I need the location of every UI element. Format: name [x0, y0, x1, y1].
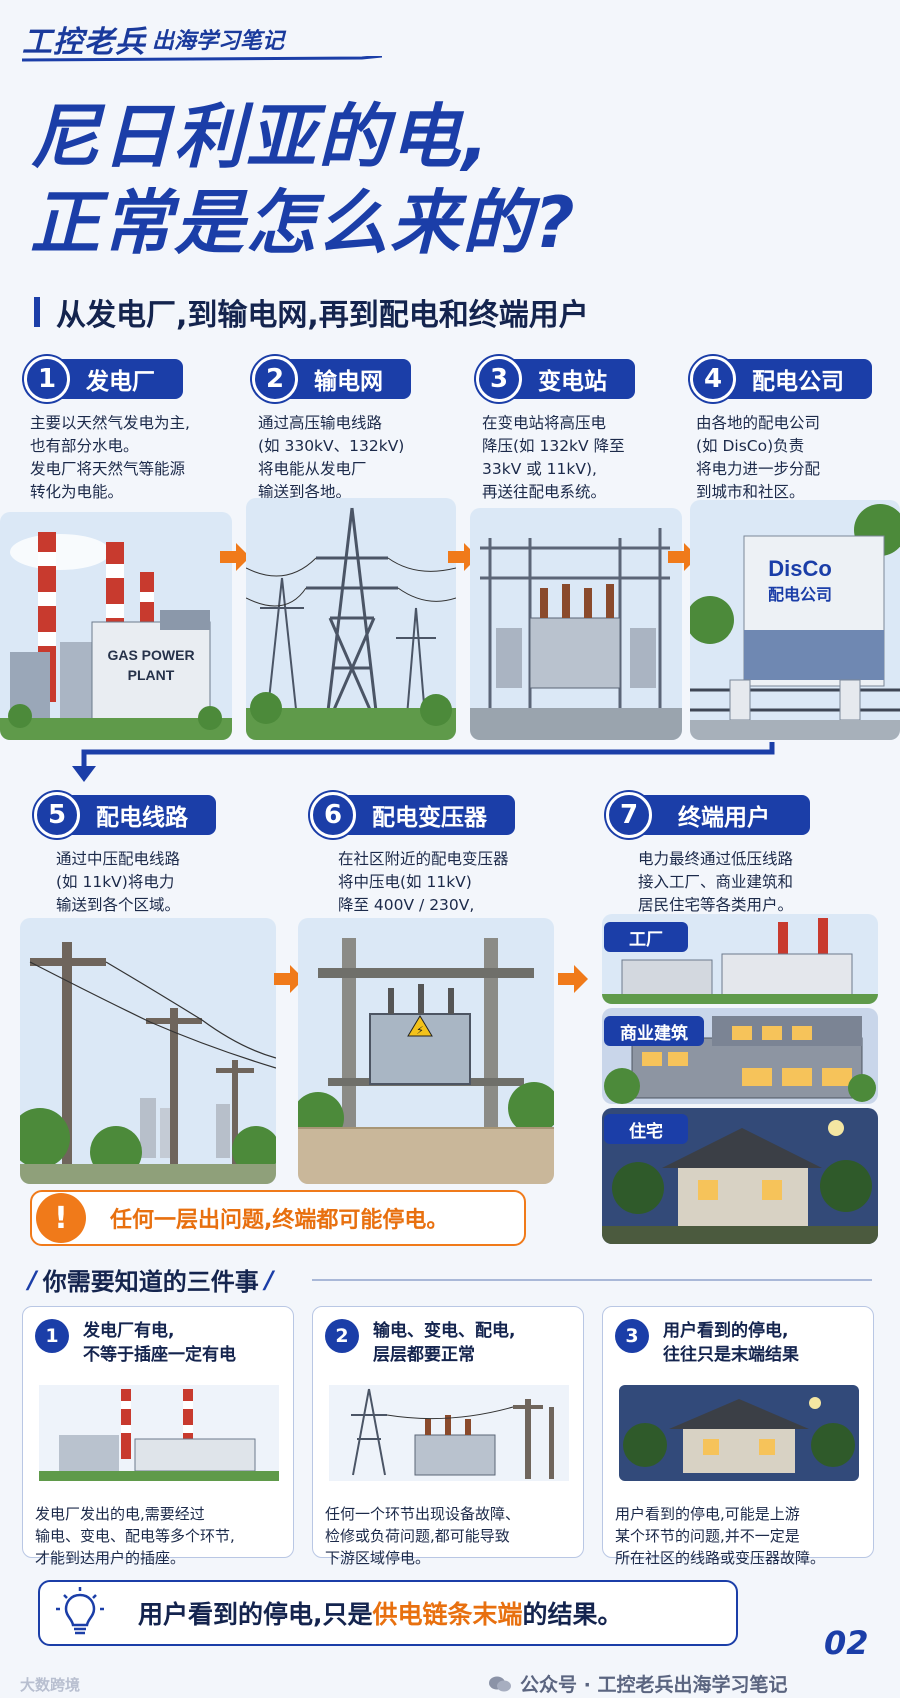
pole-transformer-illustration: ⚡ — [298, 918, 554, 1184]
thing-body: 用户看到的停电,可能是上游 某个环节的问题,并不一定是 所在社区的线路或变压器故… — [615, 1505, 826, 1567]
title-line-2: 正常是怎么来的? — [30, 182, 577, 264]
thing-card-2: 2 输电、变电、配电, 层层都要正常 任何一个环节出现设备故障、 检修或负荷问题,… — [312, 1306, 584, 1567]
end-user-label-residence: 住宅 — [604, 1114, 688, 1144]
step-label: 发电厂 — [56, 359, 183, 399]
slash-mark: / — [28, 1265, 37, 1294]
plant-sign-line-1: GAS POWER — [107, 647, 194, 663]
disco-sign: DisCo — [768, 556, 832, 581]
svg-text:⚡: ⚡ — [416, 1024, 424, 1037]
disco-sign-cn: 配电公司 — [768, 585, 832, 604]
thing-title: 用户看到的停电, 往往只是末端结果 — [663, 1321, 799, 1365]
gas-power-plant-illustration: GAS POWER PLANT — [0, 512, 232, 740]
thing-number: 2 — [325, 1319, 359, 1353]
arrow-right-icon — [558, 965, 588, 993]
arrow-right-icon — [274, 965, 304, 993]
disco-building-illustration: DisCo 配电公司 — [690, 500, 900, 740]
section-divider — [312, 1279, 872, 1281]
wechat-icon — [489, 1676, 511, 1691]
grid-chain-illustration — [329, 1385, 569, 1481]
subtitle-text: 从发电厂,到输电网,再到配电和终端用户 — [56, 298, 589, 333]
section-heading: / 你需要知道的三件事 / — [22, 1262, 280, 1297]
page-number: 02 — [824, 1624, 869, 1662]
thing-body: 任何一个环节出现设备故障、 检修或负荷问题,都可能导致 下游区域停电。 — [325, 1505, 521, 1567]
residence-illustration — [602, 1108, 878, 1244]
callout-text-highlight: 供电链条末端 — [372, 1600, 523, 1629]
brand-header: 工控老兵 出海学习笔记 — [22, 16, 382, 62]
subtitle-bar — [34, 297, 40, 327]
step-desc: 电力最终通过低压线路 接入工厂、商业建筑和 居民住宅等各类用户。 — [638, 850, 794, 914]
thing-number: 1 — [35, 1319, 69, 1353]
dark-house-illustration — [619, 1385, 859, 1481]
warning-text: 任何一层出问题,终端都可能停电。 — [110, 1208, 449, 1233]
callout-text-2: 的结果。 — [522, 1600, 623, 1629]
step-desc: 在变电站将高压电 降压(如 132kV 降至 33kV 或 11kV), 再送往… — [482, 414, 625, 501]
conclusion-callout: 用户看到的停电,只是供电链条末端的结果。 — [38, 1580, 738, 1646]
thing-card-1: 1 发电厂有电, 不等于插座一定有电 发电厂发出的电,需要经过 输电、变电、配电等… — [22, 1306, 294, 1567]
brand-sub: 出海学习笔记 — [152, 29, 285, 54]
title-line-1: 尼日利亚的电, — [30, 96, 491, 178]
power-plant-illustration — [39, 1385, 279, 1481]
factory-illustration — [602, 914, 878, 1004]
distribution-lines-illustration — [20, 918, 276, 1184]
section-title: 你需要知道的三件事 — [42, 1268, 259, 1296]
step-desc: 通过中压配电线路 (如 11kV)将电力 输送到各个区域。 — [56, 850, 181, 914]
step-number: 1 — [24, 356, 70, 402]
footer-credit: 公众号 · 工控老兵出海学习笔记 — [488, 1670, 787, 1697]
footer-text: 公众号 · 工控老兵出海学习笔记 — [520, 1674, 788, 1696]
step-label: 终端用户 — [638, 795, 810, 835]
step-label: 输电网 — [284, 359, 411, 399]
step-label: 变电站 — [508, 359, 635, 399]
step-number: 4 — [690, 356, 736, 402]
callout-text-1: 用户看到的停电,只是 — [138, 1600, 373, 1629]
page-title: 尼日利亚的电, 正常是怎么来的? — [30, 94, 577, 266]
transmission-tower-illustration — [246, 498, 456, 740]
thing-title: 输电、变电、配电, 层层都要正常 — [373, 1321, 516, 1365]
connector-arrow-icon — [72, 742, 775, 782]
commercial-building-illustration — [602, 1008, 878, 1104]
step-desc: 在社区附近的配电变压器 将中压电(如 11kV) 降至 400V / 230V,… — [338, 850, 509, 937]
slash-mark: / — [264, 1265, 274, 1294]
exclamation-icon: ! — [36, 1193, 86, 1243]
step-desc: 主要以天然气发电为主, 也有部分水电。 发电厂将天然气等能源 转化为电能。 — [30, 414, 190, 501]
plant-sign-line-2: PLANT — [128, 667, 175, 683]
step-number: 6 — [310, 792, 356, 838]
step-label: 配电线路 — [66, 795, 216, 835]
substation-illustration — [470, 508, 682, 740]
thing-card-3: 3 用户看到的停电, 往往只是末端结果 用户看到的停电,可能是上游 某个环节的问题… — [602, 1306, 874, 1567]
step-label: 配电公司 — [722, 359, 872, 399]
step-number: 2 — [252, 356, 298, 402]
page-subtitle: 从发电厂,到输电网,再到配电和终端用户 — [34, 290, 589, 334]
step-number: 7 — [606, 792, 652, 838]
end-user-label-commercial: 商业建筑 — [604, 1016, 704, 1046]
end-user-label-factory: 工厂 — [604, 922, 688, 952]
thing-body: 发电厂发出的电,需要经过 输电、变电、配电等多个环节, 才能到达用户的插座。 — [35, 1505, 235, 1567]
lightbulb-icon — [56, 1587, 104, 1635]
step-number: 5 — [34, 792, 80, 838]
arrow-right-icon — [220, 543, 250, 571]
step-desc: 通过高压输电线路 (如 330kV、132kV) 将电能从发电厂 输送到各地。 — [258, 414, 405, 501]
step-number: 3 — [476, 356, 522, 402]
warning-banner: ! 任何一层出问题,终端都可能停电。 — [30, 1190, 526, 1246]
step-label: 配电变压器 — [342, 795, 515, 835]
step-desc: 由各地的配电公司 (如 DisCo)负责 将电力进一步分配 到城市和社区。 — [696, 414, 821, 501]
thing-title: 发电厂有电, 不等于插座一定有电 — [83, 1321, 236, 1365]
watermark: 大数跨境 — [20, 1676, 81, 1694]
thing-number: 3 — [615, 1319, 649, 1353]
brand-main: 工控老兵 — [22, 25, 146, 60]
brand-underline — [22, 56, 382, 62]
